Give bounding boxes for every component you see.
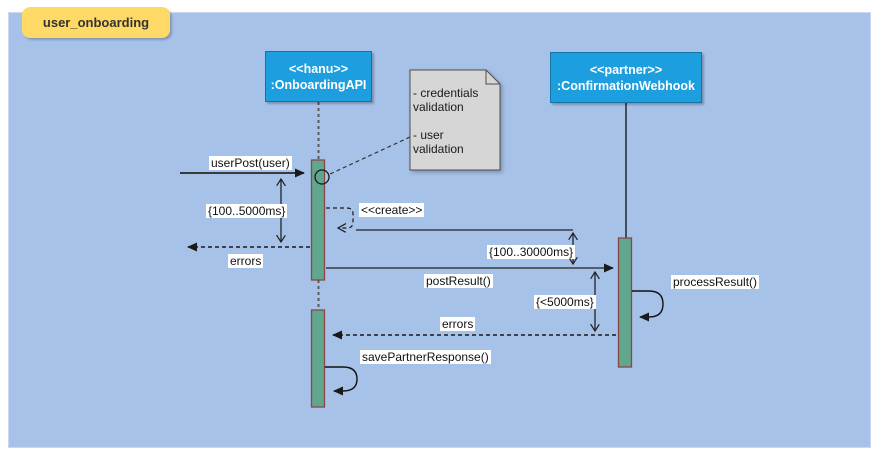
note-connector-dashed xyxy=(329,136,411,175)
label-errors-webhook: errors xyxy=(440,317,476,331)
activation-onboardingapi-2 xyxy=(310,309,326,408)
lifeline-name: :OnboardingAPI xyxy=(270,77,367,92)
anchor-circle xyxy=(314,169,330,185)
label-savepartnerresponse: savePartnerResponse() xyxy=(360,350,491,364)
note-line: - credentials validation xyxy=(413,86,479,114)
label-create-window: {100..30000ms} xyxy=(487,245,576,259)
lifeline-head-confirmationwebhook: <<partner>> :ConfirmationWebhook xyxy=(550,52,702,103)
lifeline-name: :ConfirmationWebhook xyxy=(557,78,695,93)
message-savepartnerresponse-selfloop xyxy=(325,366,358,396)
label-errors-left: errors xyxy=(228,254,264,268)
label-processresult: processResult() xyxy=(671,275,760,289)
diagram-title-tab: user_onboarding xyxy=(22,7,170,38)
lifeline-head-onboardingapi: <<hanu>> :OnboardingAPI xyxy=(265,51,372,102)
message-processresult-selfloop xyxy=(632,290,664,322)
lifeline-stereotype: <<hanu>> xyxy=(288,61,349,76)
diagram-title: user_onboarding xyxy=(42,15,150,30)
note-credentials-validation xyxy=(409,69,501,171)
activation-confirmationwebhook xyxy=(617,237,633,368)
label-userpost: userPost(user) xyxy=(209,156,292,170)
note-line: - user validation xyxy=(413,128,464,156)
label-process-window: {<5000ms} xyxy=(534,295,596,309)
activation-onboardingapi-1 xyxy=(310,159,326,281)
lifeline-stereotype: <<partner>> xyxy=(589,62,663,77)
label-userpost-window: {100..5000ms} xyxy=(206,204,288,218)
message-create-return-arrow xyxy=(326,207,354,228)
label-create: <<create>> xyxy=(359,203,425,217)
note-text: - credentials validation - user validati… xyxy=(413,86,497,156)
label-postresult: postResult() xyxy=(424,274,493,288)
